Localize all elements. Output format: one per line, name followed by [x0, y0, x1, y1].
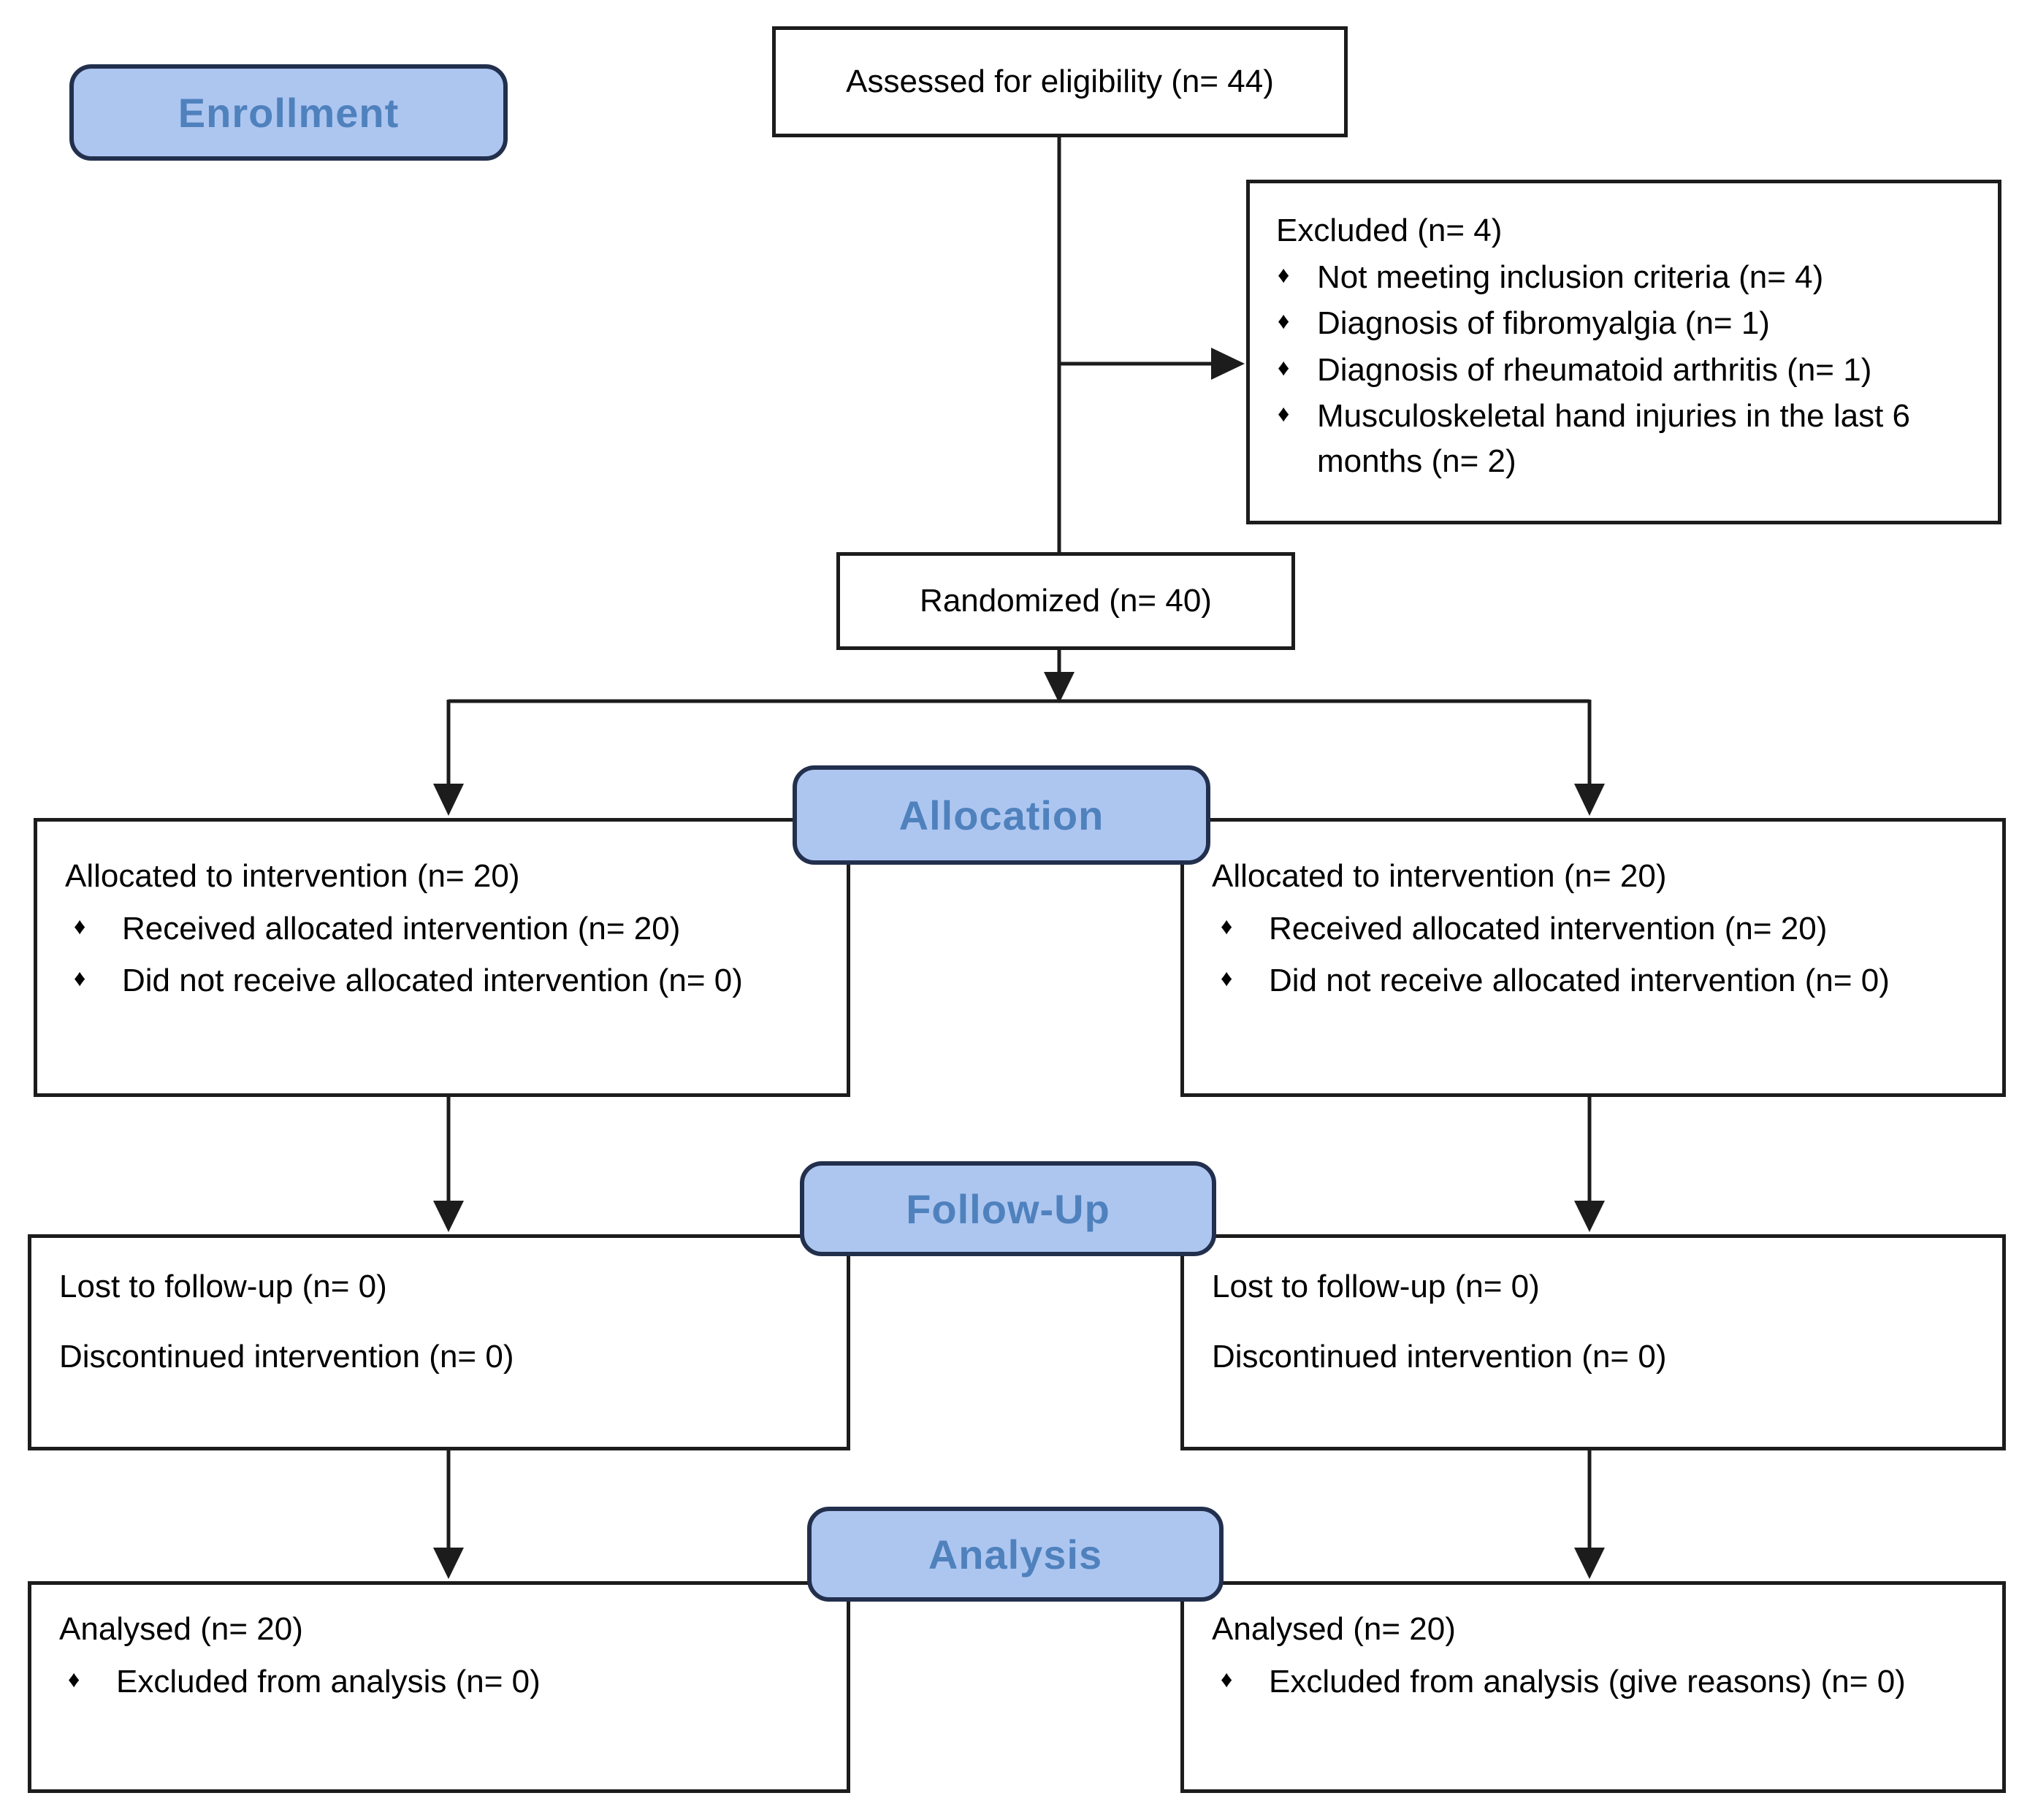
arrowhead-randomized-drop: [1044, 672, 1075, 703]
allocation-right-item: ♦ Did not receive allocated intervention…: [1212, 958, 1980, 1003]
allocation-right-item-text: Received allocated intervention (n= 20): [1269, 910, 1828, 947]
allocation-right-box: Allocated to intervention (n= 20) ♦ Rece…: [1180, 818, 2006, 1097]
excluded-item: ♦ Diagnosis of rheumatoid arthritis (n= …: [1276, 348, 1976, 393]
stage-label-enrollment-text: Enrollment: [178, 89, 400, 136]
arrowhead-left-allocation: [433, 784, 464, 816]
allocation-left-box: Allocated to intervention (n= 20) ♦ Rece…: [34, 818, 850, 1097]
allocation-left-item: ♦ Received allocated intervention (n= 20…: [65, 906, 825, 952]
analysis-left-box: Analysed (n= 20) ♦ Excluded from analysi…: [28, 1581, 850, 1793]
analysis-right-box: Analysed (n= 20) ♦ Excluded from analysi…: [1180, 1581, 2006, 1793]
allocation-left-item: ♦ Did not receive allocated intervention…: [65, 958, 825, 1003]
bullet-diamond-icon: ♦: [1221, 912, 1233, 939]
excluded-item-text: Not meeting inclusion criteria (n= 4): [1317, 259, 1824, 295]
arrowhead-left-followup: [433, 1201, 464, 1232]
excluded-box: Excluded (n= 4) ♦ Not meeting inclusion …: [1246, 180, 2001, 524]
excluded-item: ♦ Diagnosis of fibromyalgia (n= 1): [1276, 301, 1976, 346]
excluded-item-text: Diagnosis of fibromyalgia (n= 1): [1317, 305, 1770, 342]
bullet-diamond-icon: ♦: [74, 965, 86, 992]
stage-label-followup: Follow-Up: [800, 1161, 1216, 1256]
analysis-right-title: Analysed (n= 20): [1212, 1611, 1456, 1647]
analysis-left-title: Analysed (n= 20): [59, 1611, 303, 1647]
bullet-diamond-icon: ♦: [68, 1665, 80, 1692]
bullet-diamond-icon: ♦: [1278, 261, 1290, 288]
allocation-left-item-text: Did not receive allocated intervention (…: [122, 963, 743, 999]
bullet-diamond-icon: ♦: [1278, 307, 1290, 334]
analysis-left-item-text: Excluded from analysis (n= 0): [116, 1663, 541, 1699]
stage-label-followup-text: Follow-Up: [906, 1185, 1110, 1232]
allocation-left-item-text: Received allocated intervention (n= 20): [122, 910, 681, 947]
stage-label-allocation: Allocation: [793, 765, 1210, 865]
allocation-right-item: ♦ Received allocated intervention (n= 20…: [1212, 906, 1980, 952]
excluded-item-text: Musculoskeletal hand injuries in the las…: [1317, 398, 1911, 479]
bullet-diamond-icon: ♦: [74, 912, 86, 939]
excluded-item: ♦ Not meeting inclusion criteria (n= 4): [1276, 255, 1976, 300]
bullet-diamond-icon: ♦: [1278, 400, 1290, 427]
bullet-diamond-icon: ♦: [1221, 1665, 1233, 1692]
arrowhead-right-analysis: [1574, 1548, 1605, 1579]
excluded-item-text: Diagnosis of rheumatoid arthritis (n= 1): [1317, 351, 1872, 388]
followup-right-line1: Lost to follow-up (n= 0): [1212, 1269, 1540, 1304]
bullet-diamond-icon: ♦: [1278, 353, 1290, 381]
assessed-box: Assessed for eligibility (n= 44): [772, 26, 1348, 137]
allocation-right-title: Allocated to intervention (n= 20): [1212, 858, 1667, 894]
excluded-title: Excluded (n= 4): [1276, 213, 1503, 248]
stage-label-analysis: Analysis: [807, 1507, 1224, 1602]
excluded-item: ♦ Musculoskeletal hand injuries in the l…: [1276, 394, 1976, 483]
stage-label-analysis-text: Analysis: [928, 1531, 1103, 1578]
followup-right-line2: Discontinued intervention (n= 0): [1212, 1338, 1667, 1374]
randomized-text: Randomized (n= 40): [920, 583, 1212, 619]
analysis-left-item: ♦ Excluded from analysis (n= 0): [59, 1659, 825, 1705]
followup-left-box: Lost to follow-up (n= 0) Discontinued in…: [28, 1234, 850, 1450]
analysis-right-item: ♦ Excluded from analysis (give reasons) …: [1212, 1659, 1980, 1705]
stage-label-allocation-text: Allocation: [898, 792, 1104, 838]
arrowhead-excluded: [1211, 348, 1245, 380]
followup-right-box: Lost to follow-up (n= 0) Discontinued in…: [1180, 1234, 2006, 1450]
arrowhead-right-allocation: [1574, 784, 1605, 816]
allocation-left-title: Allocated to intervention (n= 20): [65, 858, 520, 894]
assessed-text: Assessed for eligibility (n= 44): [846, 64, 1274, 100]
stage-label-enrollment: Enrollment: [69, 64, 508, 161]
analysis-right-item-text: Excluded from analysis (give reasons) (n…: [1269, 1663, 1906, 1699]
bullet-diamond-icon: ♦: [1221, 965, 1233, 992]
allocation-right-item-text: Did not receive allocated intervention (…: [1269, 963, 1890, 999]
arrowhead-left-analysis: [433, 1548, 464, 1579]
arrowhead-right-followup: [1574, 1201, 1605, 1232]
followup-left-line1: Lost to follow-up (n= 0): [59, 1269, 387, 1304]
followup-left-line2: Discontinued intervention (n= 0): [59, 1338, 514, 1374]
randomized-box: Randomized (n= 40): [836, 552, 1295, 650]
